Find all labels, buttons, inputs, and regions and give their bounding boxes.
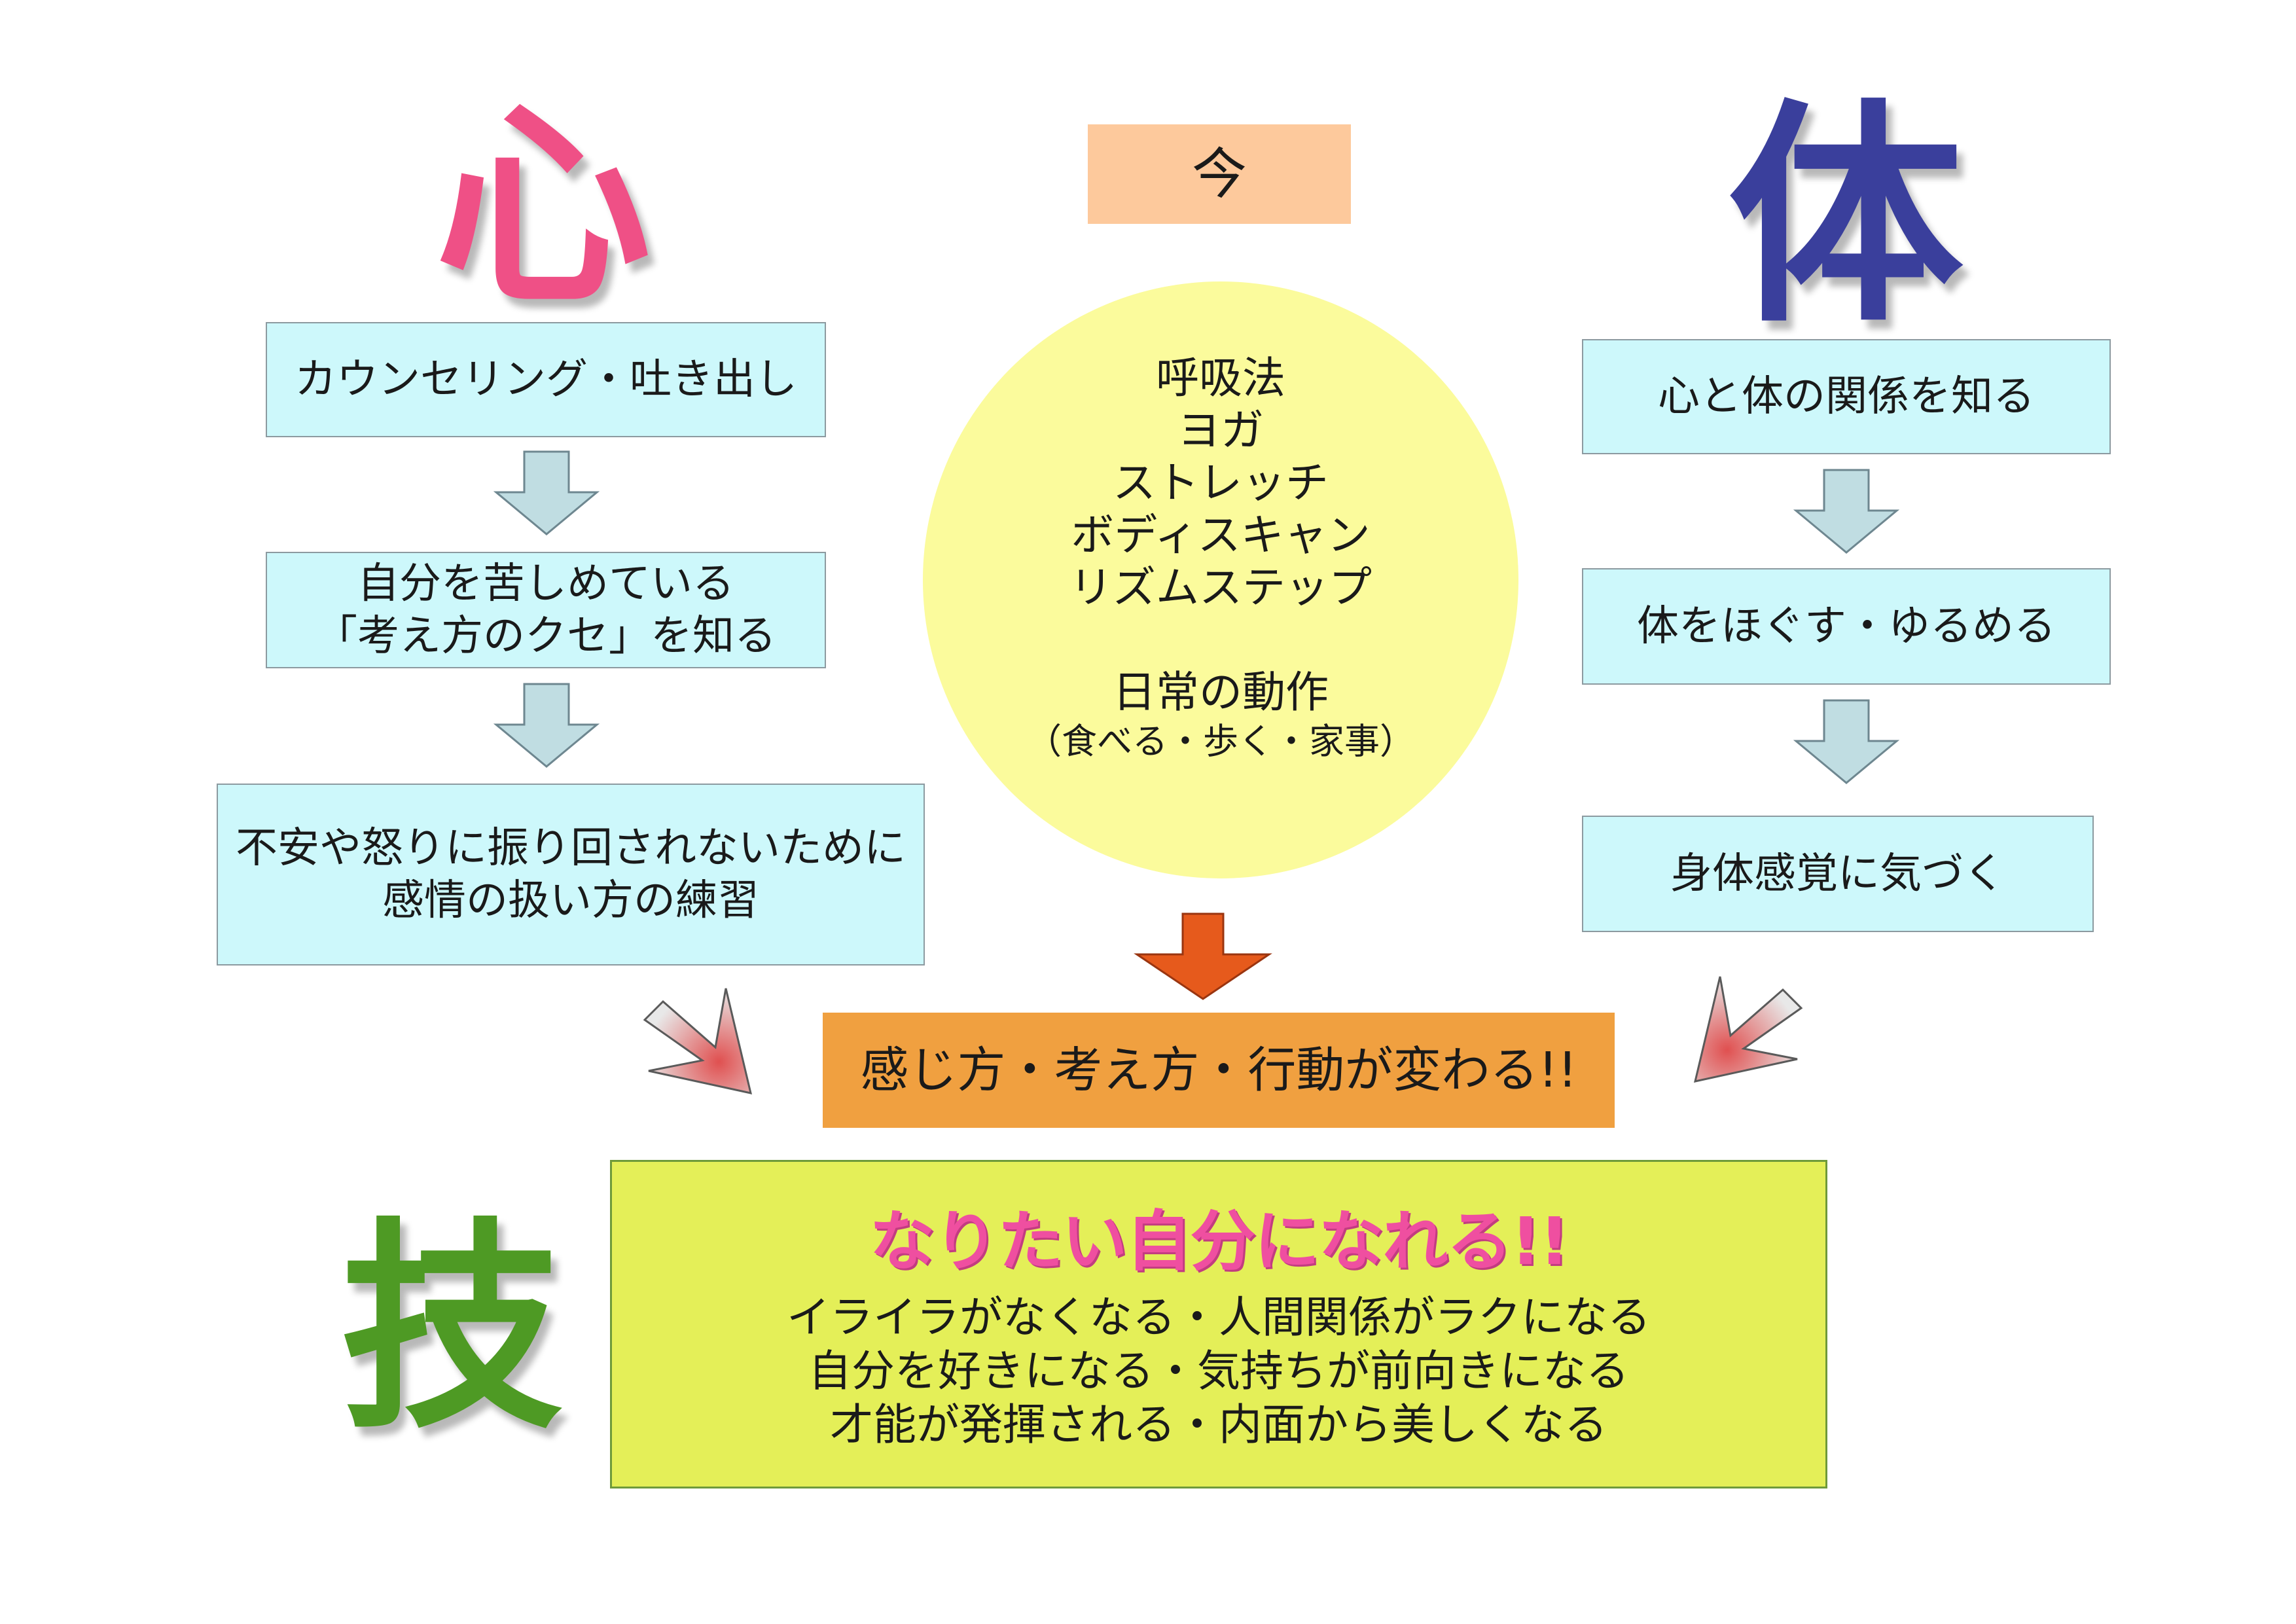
down-arrow-icon: [1793, 469, 1900, 554]
down-arrow-icon: [493, 450, 600, 535]
circle-daily-title: 日常の動作: [1113, 667, 1329, 717]
goal-line: 自分を好きになる・気持ちが前向きになる: [808, 1346, 1629, 1396]
right-box-loosen: 体をほぐす・ゆるめる: [1582, 568, 2111, 685]
left-box-thinking-habits: 自分を苦しめている 「考え方のクセ」を知る: [266, 552, 826, 668]
goal-line: 才能が発揮される・内面から美しくなる: [830, 1399, 1607, 1450]
goal-line: イライラがなくなる・人間関係がラクになる: [787, 1292, 1651, 1343]
practice-circle: 呼吸法 ヨガ ストレッチ ボディスキャン リズムステップ 日常の動作 （食べる・…: [923, 281, 1518, 878]
circle-item: リズムステップ: [1069, 562, 1372, 613]
center-down-arrow-icon: [1134, 912, 1272, 1000]
circle-item: 呼吸法: [1156, 353, 1285, 403]
circle-item: ボディスキャン: [1071, 510, 1371, 560]
right-box-mind-body: 心と体の関係を知る: [1582, 339, 2111, 454]
goal-title: なりたい自分になれる!!: [869, 1203, 1569, 1280]
body-kanji: 体: [1728, 77, 1964, 354]
right-box-body-sense: 身体感覚に気づく: [1582, 816, 2094, 932]
circle-item: ストレッチ: [1113, 458, 1329, 508]
result-box: 感じ方・考え方・行動が変わる!!: [823, 1013, 1615, 1128]
heart-kanji: 心: [435, 79, 651, 333]
diagonal-arrow-icon: [643, 988, 753, 1094]
now-box: 今: [1088, 124, 1351, 224]
goal-box: なりたい自分になれる!! イライラがなくなる・人間関係がラクになる 自分を好きに…: [610, 1160, 1827, 1489]
down-arrow-icon: [1793, 699, 1900, 784]
circle-item: ヨガ: [1177, 405, 1264, 456]
circle-daily-sub: （食べる・歩く・家事）: [1026, 721, 1415, 762]
diagonal-arrow-icon: [1693, 976, 1803, 1083]
left-box-emotion-practice: 不安や怒りに振り回されないために 感情の扱い方の練習: [217, 784, 925, 965]
down-arrow-icon: [493, 683, 600, 768]
left-box-counseling: カウンセリング・吐き出し: [266, 322, 826, 437]
skill-kanji: 技: [340, 1198, 563, 1459]
